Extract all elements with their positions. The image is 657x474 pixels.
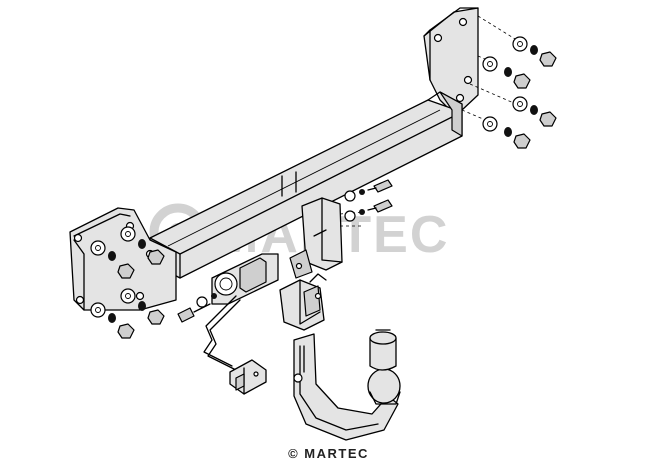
left-fasteners bbox=[90, 226, 165, 339]
tow-ball bbox=[367, 368, 401, 405]
footer-copyright: © MARTEC bbox=[0, 446, 657, 461]
footer-brand: MARTEC bbox=[304, 446, 369, 461]
center-bolts bbox=[339, 179, 393, 227]
right-mounting-plate bbox=[423, 7, 479, 113]
socket-plate-disc bbox=[214, 272, 238, 296]
wiring-harness bbox=[203, 295, 241, 371]
copyright-icon: © bbox=[288, 446, 300, 461]
clamp-block bbox=[279, 273, 327, 331]
socket-bolts bbox=[177, 293, 217, 323]
right-fasteners bbox=[461, 15, 557, 149]
left-mounting-plate bbox=[69, 207, 177, 311]
ball-cover-cap bbox=[369, 329, 397, 371]
main-cross-beam bbox=[149, 91, 463, 279]
center-bracket bbox=[281, 171, 343, 279]
socket-bracket bbox=[211, 253, 279, 305]
electrical-connector bbox=[229, 359, 267, 395]
